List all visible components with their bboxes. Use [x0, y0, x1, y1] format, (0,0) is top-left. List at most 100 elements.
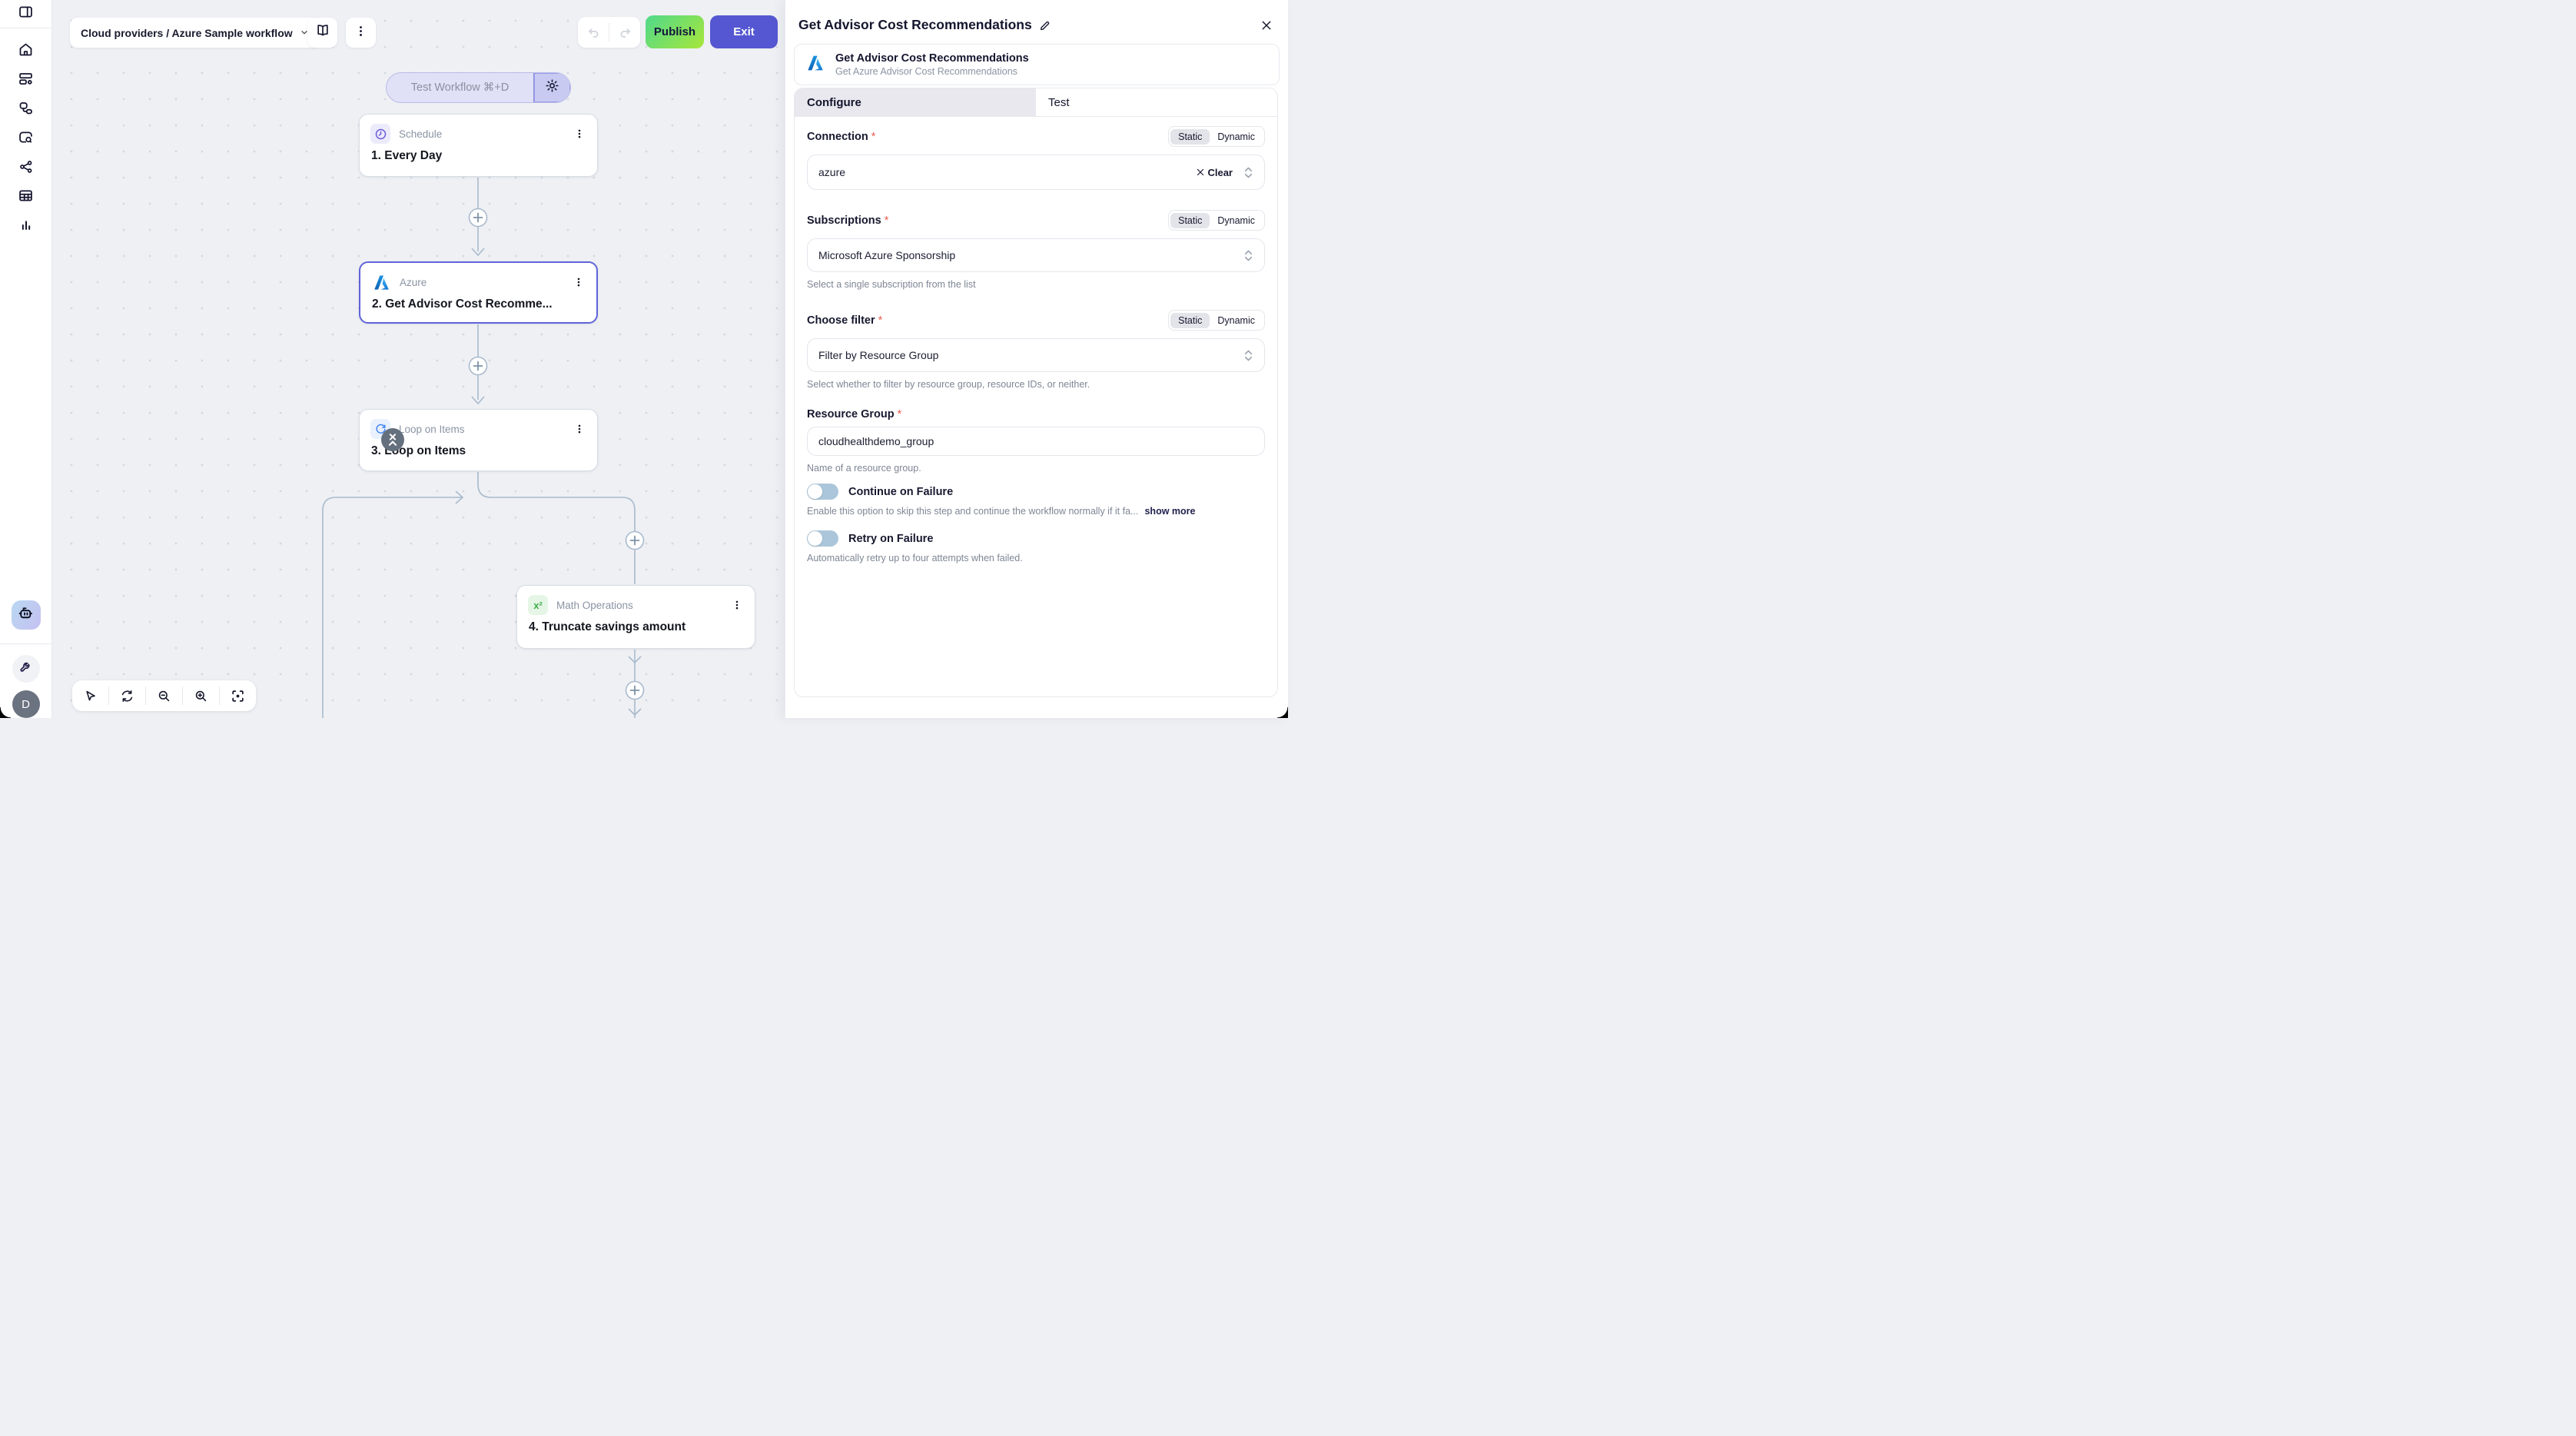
left-sidebar: D: [0, 0, 52, 718]
panel-title: Get Advisor Cost Recommendations: [798, 17, 1032, 32]
step-app-description: Get Azure Advisor Cost Recommendations: [835, 66, 1017, 77]
select-chevrons-icon: [1243, 349, 1253, 362]
user-avatar[interactable]: D: [12, 690, 40, 718]
canvas-toolbar: [72, 680, 256, 711]
close-icon: [1262, 21, 1271, 29]
continue-on-failure-helper: Enable this option to skip this step and…: [807, 506, 1139, 517]
sidebar-item-tables[interactable]: [11, 184, 41, 211]
exit-button[interactable]: Exit: [710, 15, 778, 48]
collapse-loop-badge[interactable]: [381, 428, 404, 451]
clear-x-icon: [1197, 168, 1204, 176]
resource-group-value: cloudhealthdemo_group: [818, 435, 934, 447]
subscriptions-label: Subscriptions*: [807, 214, 889, 227]
schedule-clock-icon: [370, 124, 390, 144]
node-step-title: 2. Get Advisor Cost Recomme...: [372, 298, 553, 311]
pencil-icon: [1040, 21, 1049, 30]
math-operations-icon: x²: [528, 595, 548, 615]
workflow-canvas[interactable]: Cloud providers / Azure Sample workflow …: [52, 0, 785, 718]
retry-on-failure-toggle[interactable]: [807, 530, 838, 547]
dashboard-gear-icon: [18, 71, 34, 91]
ai-assistant-button[interactable]: [11, 600, 41, 630]
subscriptions-value: Microsoft Azure Sponsorship: [818, 249, 956, 261]
sidebar-item-dashboards[interactable]: [11, 67, 41, 95]
fit-view-button[interactable]: [220, 680, 256, 711]
sidebar-item-insights[interactable]: [11, 213, 41, 241]
choose-filter-helper: Select whether to filter by resource gro…: [807, 379, 1090, 390]
node-loop[interactable]: Loop on Items 3. Loop on Items: [359, 409, 598, 471]
node-menu-button[interactable]: [573, 421, 586, 437]
tab-test[interactable]: Test: [1048, 95, 1070, 109]
select-chevrons-icon: [1243, 249, 1253, 262]
connection-label: Connection*: [807, 130, 876, 143]
redo-icon: [620, 28, 630, 38]
focus-center-icon: [232, 690, 244, 702]
resource-group-input[interactable]: cloudhealthdemo_group: [807, 427, 1265, 456]
workflow-menu-button[interactable]: [346, 18, 376, 48]
choose-filter-select[interactable]: Filter by Resource Group: [807, 338, 1265, 372]
node-step-title: 1. Every Day: [371, 149, 443, 162]
zoom-out-button[interactable]: [146, 680, 182, 711]
panel-toggle-icon: [18, 4, 34, 24]
workflow-connectors: [322, 178, 645, 718]
static-option[interactable]: Static: [1170, 128, 1210, 145]
node-menu-button[interactable]: [573, 126, 586, 141]
search-box-icon: [18, 129, 34, 149]
test-workflow-button[interactable]: Test Workflow ⌘+D: [386, 72, 571, 103]
select-chevrons-icon: [1243, 166, 1253, 179]
kebab-menu-icon: [354, 25, 367, 42]
node-schedule[interactable]: Schedule 1. Every Day: [359, 114, 598, 177]
wrench-icon: [18, 660, 33, 678]
share-network-icon: [18, 159, 34, 178]
refresh-canvas-button[interactable]: [109, 680, 145, 711]
subscriptions-select[interactable]: Microsoft Azure Sponsorship: [807, 238, 1265, 272]
dynamic-option[interactable]: Dynamic: [1217, 214, 1255, 226]
node-menu-button[interactable]: [572, 274, 586, 290]
test-settings-button[interactable]: [533, 73, 570, 102]
close-panel-button[interactable]: [1260, 19, 1273, 32]
settings-tools-button[interactable]: [12, 655, 40, 683]
sidebar-item-home[interactable]: [11, 38, 41, 65]
sidebar-item-integrations[interactable]: [11, 155, 41, 182]
connection-select[interactable]: azure Clear: [807, 155, 1265, 190]
node-azure[interactable]: Azure 2. Get Advisor Cost Recomme...: [359, 261, 598, 324]
sidebar-collapse-button[interactable]: [11, 0, 41, 28]
breadcrumb: Cloud providers / Azure Sample workflow: [81, 26, 293, 39]
test-workflow-label: Test Workflow ⌘+D: [410, 81, 510, 94]
azure-logo-icon: [371, 272, 391, 292]
add-step-buttons: [468, 208, 645, 700]
step-app-name: Get Advisor Cost Recommendations: [835, 52, 1029, 65]
workflow-nodes-icon: [18, 100, 34, 120]
node-math-operations[interactable]: x² Math Operations 4. Truncate savings a…: [516, 585, 755, 649]
show-more-link[interactable]: show more: [1144, 506, 1196, 517]
step-app-card[interactable]: Get Advisor Cost Recommendations Get Azu…: [794, 44, 1280, 85]
resource-group-label: Resource Group*: [807, 408, 902, 420]
static-option[interactable]: Static: [1170, 312, 1210, 328]
node-menu-button[interactable]: [730, 597, 744, 613]
sidebar-item-workflows[interactable]: [11, 96, 41, 124]
zoom-in-button[interactable]: [183, 680, 219, 711]
choose-filter-mode-toggle: Static Dynamic: [1168, 310, 1265, 331]
node-step-title: 4. Truncate savings amount: [529, 620, 686, 633]
node-app-label: Schedule: [399, 128, 443, 140]
workflow-breadcrumb-dropdown[interactable]: Cloud providers / Azure Sample workflow: [70, 18, 320, 48]
sidebar-divider: [0, 643, 52, 644]
undo-button[interactable]: [578, 17, 609, 48]
continue-on-failure-toggle[interactable]: [807, 484, 838, 500]
docs-button[interactable]: [307, 18, 337, 48]
avatar-initial: D: [22, 697, 30, 711]
sidebar-item-explore[interactable]: [11, 125, 41, 153]
dynamic-option[interactable]: Dynamic: [1217, 314, 1255, 326]
subscriptions-helper: Select a single subscription from the li…: [807, 279, 976, 290]
edit-title-button[interactable]: [1039, 19, 1051, 32]
dynamic-option[interactable]: Dynamic: [1217, 131, 1255, 142]
tab-configure[interactable]: Configure: [795, 88, 1036, 116]
select-tool-button[interactable]: [72, 680, 108, 711]
redo-button[interactable]: [609, 17, 640, 48]
book-icon: [315, 23, 330, 42]
publish-button[interactable]: Publish: [646, 15, 704, 48]
static-option[interactable]: Static: [1170, 212, 1210, 228]
gear-icon: [545, 78, 559, 97]
chevron-down-icon: [300, 27, 309, 39]
zoom-out-icon: [158, 690, 170, 701]
clear-connection-button[interactable]: Clear: [1196, 167, 1233, 178]
